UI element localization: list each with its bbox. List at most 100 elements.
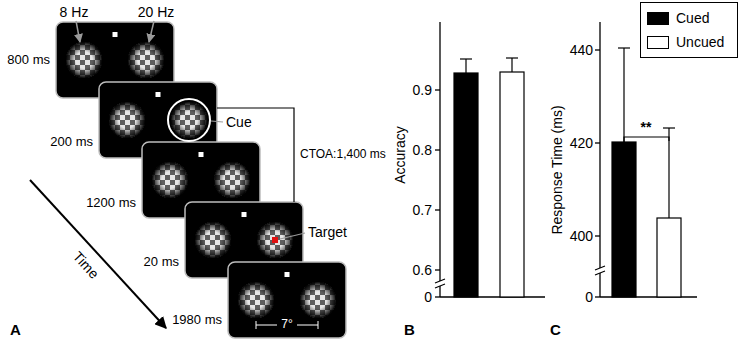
- legend-box: CuedUncued: [640, 2, 738, 58]
- callout-label: Target: [308, 224, 347, 240]
- checkerboard-stimulus: [109, 102, 145, 138]
- axis-break: [595, 266, 605, 275]
- checkerboard-stimulus: [128, 42, 164, 78]
- bar: [500, 72, 524, 297]
- axis-tick: [435, 269, 440, 270]
- leader-line: [211, 121, 223, 122]
- axis-title: Response Time (ms): [549, 105, 565, 234]
- stimulus-blur: [238, 282, 275, 319]
- y-axis: [599, 22, 600, 297]
- fixation-point: [242, 212, 247, 217]
- error-bar: [511, 58, 512, 72]
- panel-letter: A: [10, 321, 21, 338]
- fixation-point: [113, 32, 118, 37]
- legend-label: Cued: [676, 10, 709, 26]
- fixation-point: [199, 152, 204, 157]
- display-screen: [228, 262, 346, 338]
- checkerboard-stimulus: [300, 282, 336, 318]
- fixation-point: [285, 272, 290, 277]
- tick-label: 0.9: [413, 82, 432, 98]
- stimulus-blur: [214, 162, 251, 199]
- error-cap: [663, 127, 675, 128]
- checkerboard-stimulus: [66, 42, 102, 78]
- stimulus-blur: [300, 282, 337, 319]
- checkerboard-stimulus: [238, 282, 274, 318]
- tick-label: 0: [424, 289, 432, 305]
- duration-label: 1980 ms: [172, 313, 222, 328]
- checkerboard-stimulus: [214, 162, 250, 198]
- axis-tick: [435, 296, 440, 297]
- checkerboard-stimulus: [171, 102, 207, 138]
- legend-row: Uncued: [647, 34, 731, 50]
- panel-letter: B: [404, 321, 415, 338]
- axis-tick: [595, 49, 600, 50]
- significance-bracket: [624, 137, 669, 142]
- bar: [454, 73, 478, 297]
- tick-label: 0.6: [413, 262, 432, 278]
- axis-tick: [595, 142, 600, 143]
- bar: [657, 218, 681, 297]
- checkerboard-stimulus: [152, 162, 188, 198]
- checkerboard-stimulus: [257, 222, 293, 258]
- axis-title: Accuracy: [392, 126, 408, 184]
- chart-axes: [594, 22, 697, 297]
- duration-label: 1200 ms: [86, 196, 136, 211]
- tick-label: 400: [570, 228, 593, 244]
- tick-label: 0.7: [413, 202, 432, 218]
- bar-group: [657, 128, 681, 297]
- frequency-label: 8 Hz: [60, 4, 89, 20]
- legend-swatch: [647, 12, 669, 25]
- error-bar: [623, 48, 624, 142]
- fixation-point: [156, 92, 161, 97]
- axis-tick: [595, 235, 600, 236]
- stimulus-blur: [109, 102, 146, 139]
- duration-label: 800 ms: [7, 53, 50, 68]
- chart-axes: [434, 22, 545, 297]
- error-bar: [668, 128, 669, 218]
- legend-label: Uncued: [676, 34, 724, 50]
- callout-label: Cue: [226, 114, 252, 130]
- error-bar: [465, 59, 466, 73]
- stimulus-blur: [66, 42, 103, 79]
- legend-swatch: [647, 36, 669, 49]
- axis-break-gap: [594, 268, 606, 273]
- axis-tick: [435, 149, 440, 150]
- bar-group: [612, 48, 636, 297]
- leader-arrow: [149, 21, 154, 42]
- error-cap: [460, 58, 472, 59]
- y-axis: [439, 22, 440, 297]
- significance-marker: **: [641, 119, 652, 135]
- axis-break: [435, 279, 445, 288]
- axis-tick: [435, 89, 440, 90]
- axis-tick: [595, 296, 600, 297]
- leader-arrow: [76, 21, 80, 42]
- bar: [612, 142, 636, 297]
- axis-tick: [435, 209, 440, 210]
- duration-label: 200 ms: [50, 135, 93, 150]
- panel-letter: C: [550, 321, 561, 338]
- frequency-label: 20 Hz: [138, 4, 175, 20]
- checkerboard-stimulus: [195, 222, 231, 258]
- error-cap: [506, 57, 518, 58]
- axis-label: Time: [70, 248, 103, 281]
- tick-label: 420: [570, 135, 593, 151]
- axis-break-gap: [434, 281, 446, 286]
- stimulus-blur: [257, 222, 294, 259]
- dimension-label: 7°: [281, 318, 292, 332]
- ctoa-bracket: [217, 108, 294, 202]
- screen-frame: [228, 262, 346, 338]
- tick-label: 0: [585, 289, 593, 305]
- target-dot: [272, 237, 278, 243]
- duration-label: 20 ms: [144, 255, 179, 270]
- interval-label: CTOA:1,400 ms: [300, 148, 386, 162]
- bar-group: [500, 58, 524, 297]
- bar-group: [454, 59, 478, 297]
- stimulus-blur: [195, 222, 232, 259]
- stimulus-blur: [128, 42, 165, 79]
- stimulus-blur: [152, 162, 189, 199]
- trial-sequence: [30, 21, 346, 338]
- cue-ring: [168, 99, 210, 141]
- legend-row: Cued: [647, 10, 731, 26]
